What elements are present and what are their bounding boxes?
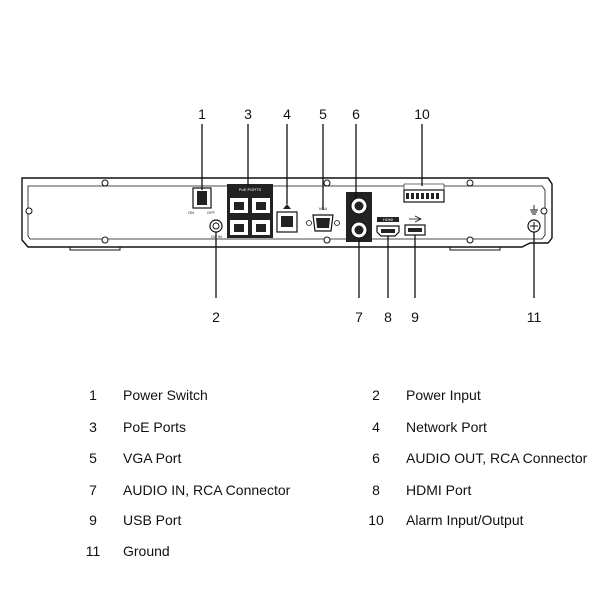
legend-label: AUDIO IN, RCA Connector [123, 482, 291, 498]
legend-number: 3 [89, 419, 97, 435]
rear-panel-diagram: ON OFF DC IN PoE PORTS VGA [21, 106, 553, 325]
callout-number-1: 1 [198, 106, 206, 122]
legend-number: 7 [89, 482, 97, 498]
callout-number-11: 11 [527, 309, 542, 325]
legend-number: 2 [372, 387, 380, 403]
ground-terminal [527, 205, 541, 233]
legend-label: Network Port [406, 419, 487, 435]
legend-number: 9 [89, 512, 97, 528]
callout-number-3: 3 [244, 106, 252, 122]
legend-label: Power Switch [123, 387, 208, 403]
leader-lines [201, 124, 535, 298]
legend-label: AUDIO OUT, RCA Connector [406, 450, 588, 466]
callout-number-9: 9 [411, 309, 419, 325]
rca-connectors [346, 192, 372, 242]
callout-number-6: 6 [352, 106, 360, 122]
switch-off-label: OFF [207, 210, 216, 215]
callout-number-8: 8 [384, 309, 392, 325]
poe-ports: PoE PORTS [227, 184, 273, 238]
legend-number: 6 [372, 450, 380, 466]
hdmi-port: HDMI [376, 217, 400, 237]
power-switch: ON OFF [188, 187, 216, 215]
legend-label: PoE Ports [123, 419, 187, 435]
chassis [21, 177, 553, 251]
legend-label: USB Port [123, 512, 182, 528]
callout-numbers: 1 2 3 4 5 6 7 8 9 10 11 [198, 106, 541, 325]
legend-label: HDMI Port [406, 482, 472, 498]
legend-label: Ground [123, 543, 170, 559]
legend-number: 10 [368, 512, 384, 528]
usb-port [404, 215, 426, 236]
legend-number: 5 [89, 450, 97, 466]
callout-number-10: 10 [414, 106, 430, 122]
network-port [276, 204, 298, 233]
poe-ports-label: PoE PORTS [239, 187, 262, 192]
hdmi-label: HDMI [383, 217, 393, 222]
legend-number: 11 [85, 543, 101, 559]
legend-label: Alarm Input/Output [406, 512, 524, 528]
legend-label: Power Input [406, 387, 481, 403]
callout-number-2: 2 [212, 309, 220, 325]
panel-screws [25, 179, 548, 244]
callout-number-4: 4 [283, 106, 291, 122]
callout-number-7: 7 [355, 309, 363, 325]
legend-number: 8 [372, 482, 380, 498]
switch-on-label: ON [188, 210, 194, 215]
alarm-terminal-block [403, 183, 445, 203]
legend-label: VGA Port [123, 450, 182, 466]
legend-number: 1 [89, 387, 97, 403]
legend-number: 4 [372, 419, 380, 435]
callout-number-5: 5 [319, 106, 327, 122]
